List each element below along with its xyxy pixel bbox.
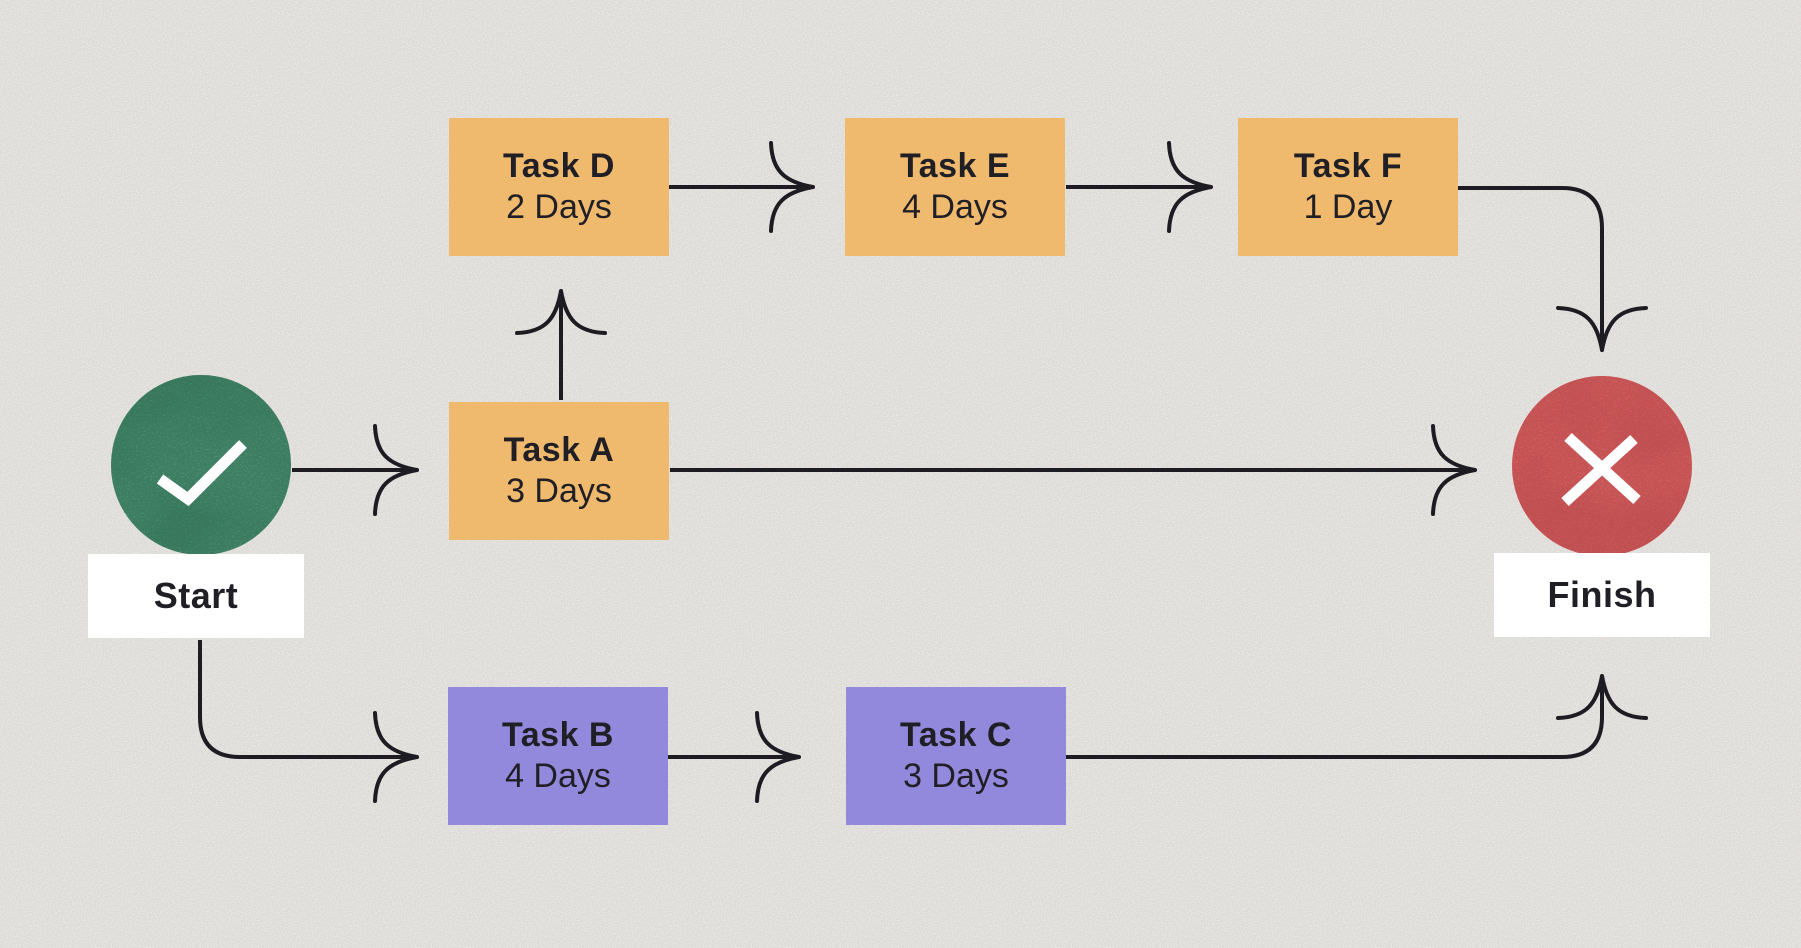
check-icon	[156, 440, 247, 507]
task-title: Task A	[503, 430, 615, 469]
task-title: Task E	[899, 146, 1011, 185]
node-task-f: Task F 1 Day	[1238, 118, 1458, 256]
edge-start-task-b	[198, 640, 419, 803]
node-task-d: Task D 2 Days	[449, 118, 669, 256]
task-duration: 3 Days	[903, 757, 1009, 795]
node-task-e: Task E 4 Days	[845, 118, 1065, 256]
task-title: Task F	[1293, 146, 1403, 185]
x-icon	[1561, 432, 1641, 507]
task-duration: 2 Days	[506, 188, 612, 226]
start-node	[111, 375, 291, 555]
finish-node	[1512, 376, 1692, 556]
task-title: Task C	[900, 715, 1012, 754]
edge-task-c-finish	[1063, 674, 1648, 759]
start-circle-grain	[111, 375, 291, 555]
task-title: Task D	[503, 146, 615, 185]
start-label: Start	[88, 554, 304, 638]
node-task-c: Task C 3 Days	[846, 687, 1066, 825]
node-task-b: Task B 4 Days	[448, 687, 668, 825]
task-duration: 4 Days	[505, 757, 611, 795]
task-duration: 4 Days	[902, 188, 1008, 226]
task-title: Task B	[502, 715, 614, 754]
task-duration: 3 Days	[506, 472, 612, 510]
node-task-a: Task A 3 Days	[449, 402, 669, 540]
finish-label: Finish	[1494, 553, 1710, 637]
edge-task-f-finish	[1455, 186, 1648, 352]
task-duration: 1 Day	[1303, 188, 1393, 226]
